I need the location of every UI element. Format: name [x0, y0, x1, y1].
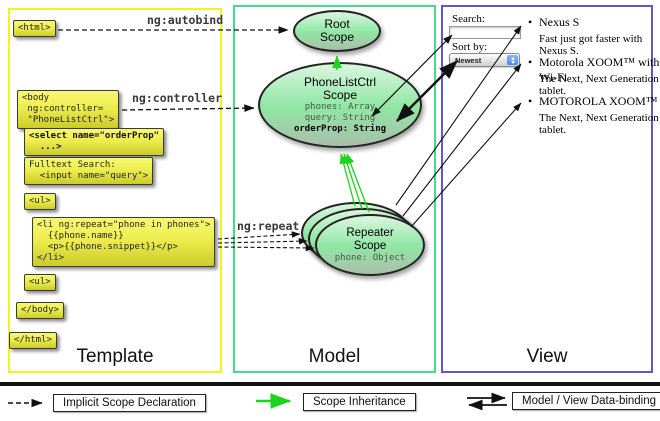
code-ul-open: <ul>: [24, 193, 56, 210]
view-item-name: Motorola XOOM™ with Wi-Fi: [539, 55, 660, 84]
bullet-icon: •: [528, 15, 533, 29]
code-fulltext-search: Fulltext Search: <input name="query">: [24, 157, 154, 185]
ng-autobind-label: ng:autobind: [147, 13, 224, 27]
phonelistctrl-scope-title: PhoneListCtrl Scope: [303, 74, 377, 102]
sort-dropdown[interactable]: Newest: [449, 53, 520, 67]
sort-dropdown-value: Newest: [455, 55, 482, 65]
phonelistctrl-scope-props: phones: Array query: String: [304, 101, 376, 123]
ng-repeat-label: ng:repeat: [237, 219, 300, 233]
code-html-close: </html>: [9, 332, 57, 349]
search-input[interactable]: [449, 26, 521, 39]
view-item-name: Nexus S: [539, 15, 580, 29]
template-column-label: Template: [76, 346, 154, 367]
view-item-desc: The Next, Next Generation tablet.: [539, 112, 659, 136]
code-html-open: <html>: [13, 20, 56, 37]
model-column-label: Model: [308, 346, 361, 367]
legend-implicit-scope: Implicit Scope Declaration: [53, 394, 206, 412]
view-item-name: MOTOROLA XOOM™: [539, 94, 658, 108]
sortby-label: Sort by:: [452, 41, 488, 53]
view-column-label: View: [526, 346, 568, 367]
code-ul-close: <ul>: [24, 274, 56, 291]
search-label: Search:: [452, 13, 485, 25]
code-body-close: </body>: [16, 302, 64, 319]
repeater-scope-ellipse-front: Repeater Scope phone: Object: [315, 214, 425, 276]
legend-model-view-binding: Model / View Data-binding: [512, 392, 660, 410]
root-scope-title: Root Scope: [319, 17, 355, 44]
code-li-repeat: <li ng:repeat="phone in phones"> {{phone…: [32, 217, 216, 267]
root-scope-ellipse: Root Scope: [293, 10, 381, 52]
phonelistctrl-scope-ellipse: PhoneListCtrl Scope phones: Array query:…: [258, 62, 422, 148]
code-body-open: <body ng:controller= "PhoneListCtrl">: [17, 90, 120, 129]
bullet-icon: •: [528, 55, 533, 69]
view-item-desc: Fast just got faster with Nexus S.: [539, 33, 643, 57]
repeater-scope-title: Repeater Scope: [346, 226, 394, 252]
legend-scope-inheritance: Scope Inheritance: [303, 393, 416, 411]
ng-controller-label: ng:controller: [132, 91, 223, 105]
phonelistctrl-scope-orderprop: orderProp: String: [293, 123, 387, 134]
view-item-desc: The Next, Next Generation tablet.: [539, 73, 659, 97]
legend-divider: [0, 382, 660, 386]
bullet-icon: •: [528, 94, 533, 108]
code-select: <select name="orderProp" ...>: [24, 128, 165, 156]
dropdown-stepper-icon: [507, 55, 518, 65]
repeater-scope-prop: phone: Object: [334, 252, 406, 263]
model-column: Model: [233, 5, 436, 373]
